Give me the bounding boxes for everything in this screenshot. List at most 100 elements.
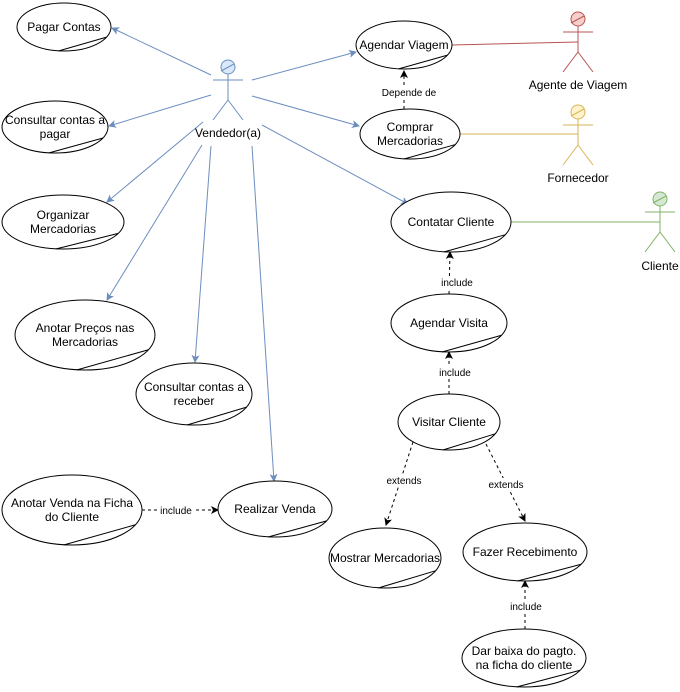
use-case-contatar-cliente[interactable]: Contatar Cliente	[390, 191, 512, 253]
use-case-dar-baixa[interactable]: Dar baixa do pagto.na ficha do cliente	[461, 628, 587, 688]
actor-vendedor[interactable]: Vendedor(a)	[195, 59, 261, 140]
use-case-label-line: receber	[174, 394, 215, 408]
business-marker	[268, 520, 327, 538]
use-case-mostrar-mercadorias[interactable]: Mostrar Mercadorias	[328, 527, 442, 589]
business-marker	[48, 137, 104, 154]
use-case-label-line: Mercadorias	[52, 335, 118, 349]
business-marker	[55, 232, 119, 250]
use-case-label-line: pagar	[40, 127, 71, 141]
use-case-label-line: na ficha do cliente	[476, 658, 573, 672]
use-case-label-line: Realizar Venda	[234, 502, 316, 516]
use-case-ellipse	[1, 474, 143, 546]
business-marker	[76, 349, 149, 371]
business-marker	[378, 570, 436, 589]
actor-cliente[interactable]: Cliente	[641, 191, 679, 273]
use-case-label: Dar baixa do pagto.na ficha do cliente	[472, 644, 577, 672]
use-case-label-line: Agendar Visita	[410, 316, 488, 330]
use-case-label: Contatar Cliente	[408, 215, 495, 229]
use-case-ellipse	[461, 628, 587, 688]
include-label: include	[439, 368, 471, 379]
use-case-label: Fazer Recebimento	[473, 545, 578, 559]
dependencies: Depende de include include extends exten…	[142, 70, 543, 629]
business-marker	[441, 334, 502, 353]
business-marker	[398, 54, 448, 70]
include-label: include	[160, 506, 192, 517]
use-case-label-line: Contatar Cliente	[408, 215, 495, 229]
use-case-label-line: Comprar	[387, 120, 434, 134]
assoc-agendar-viagem[interactable]	[251, 49, 357, 81]
use-case-ellipse	[135, 362, 253, 426]
use-case-label-line: Agendar Viagem	[359, 38, 448, 52]
business-marker	[63, 524, 136, 546]
use-case-label-line: Organizar	[37, 208, 90, 222]
use-case-label: Realizar Venda	[234, 502, 316, 516]
vendedor-associations	[106, 27, 409, 482]
actor-label: Fornecedor	[547, 171, 608, 185]
actor-agente-viagem[interactable]: Agente de Viagem	[529, 11, 628, 92]
use-case-ellipse	[1, 100, 109, 154]
extends-label: extends	[488, 480, 523, 491]
actor-label: Cliente	[641, 259, 679, 273]
assoc-organizar[interactable]	[106, 121, 204, 203]
use-case-label-line: Mercadorias	[377, 134, 443, 148]
use-case-ellipse	[217, 480, 333, 538]
business-marker	[186, 406, 247, 426]
use-case-label-line: Dar baixa do pagto.	[472, 644, 577, 658]
use-case-ellipse	[390, 191, 512, 253]
assoc-comprar[interactable]	[251, 95, 360, 128]
use-case-visitar-cliente[interactable]: Visitar Cliente	[397, 393, 501, 451]
actor-label: Agente de Viagem	[529, 78, 628, 92]
use-case-label-line: Consultar contas a	[144, 380, 244, 394]
assoc-agente-viagem[interactable]	[451, 41, 579, 46]
business-marker	[442, 433, 496, 451]
use-case-ellipse	[462, 522, 588, 582]
use-case-ellipse	[1, 194, 125, 250]
assoc-pagar-contas[interactable]	[111, 27, 212, 76]
use-case-agendar-viagem[interactable]: Agendar Viagem	[355, 20, 453, 70]
business-marker	[443, 234, 506, 253]
use-case-label-line: Fazer Recebimento	[473, 545, 578, 559]
use-case-ellipse	[355, 20, 453, 70]
assoc-consultar-receber[interactable]	[191, 145, 212, 363]
use-case-label: Mostrar Mercadorias	[330, 551, 440, 565]
include-label: include	[441, 278, 473, 289]
extends-label: extends	[386, 476, 421, 487]
use-case-label: Agendar Visita	[410, 316, 488, 330]
assoc-anotar-precos[interactable]	[106, 144, 203, 301]
use-case-label-line: Consultar contas a	[5, 113, 105, 127]
use-case-label-line: Mostrar Mercadorias	[330, 551, 440, 565]
use-case-ellipse	[16, 2, 112, 52]
use-case-label-line: Mercadorias	[30, 222, 96, 236]
use-case-label: Visitar Cliente	[412, 415, 486, 429]
use-case-label: Agendar Viagem	[359, 38, 448, 52]
use-case-label-line: Pagar Contas	[27, 20, 100, 34]
assoc-contatar[interactable]	[261, 124, 409, 205]
use-case-fazer-recebimento[interactable]: Fazer Recebimento	[462, 522, 588, 582]
actor-fornecedor[interactable]: Fornecedor	[547, 104, 609, 185]
business-marker	[403, 144, 456, 160]
use-case-label: Pagar Contas	[27, 20, 100, 34]
use-case-label-line: Anotar Venda na Ficha	[11, 496, 133, 510]
assoc-consultar-pagar[interactable]	[108, 94, 212, 128]
use-case-label-line: do Cliente	[45, 510, 99, 524]
use-case-pagar-contas[interactable]: Pagar Contas	[16, 2, 112, 52]
use-case-label-line: Visitar Cliente	[412, 415, 486, 429]
use-case-agendar-visita[interactable]: Agendar Visita	[390, 293, 508, 353]
depende-label: Depende de	[382, 88, 437, 99]
assoc-realizar-venda[interactable]	[251, 145, 278, 482]
use-case-realizar-venda[interactable]: Realizar Venda	[217, 480, 333, 538]
business-marker	[517, 563, 582, 582]
use-case-ellipse	[14, 299, 156, 371]
